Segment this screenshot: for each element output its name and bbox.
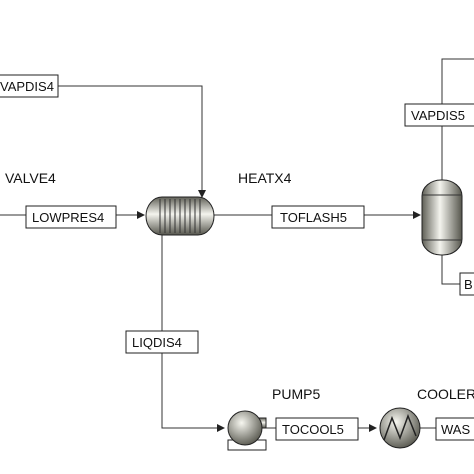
stream-tag-vapdis4[interactable]: VAPDIS4 bbox=[0, 74, 59, 98]
pump-pump5[interactable] bbox=[227, 410, 267, 451]
heatx4-tube-lines bbox=[159, 199, 201, 233]
vapdis5-stream-line bbox=[441, 58, 474, 181]
stream-tag-tocool5[interactable]: TOCOOL5 bbox=[275, 417, 359, 441]
stream-tag-was[interactable]: WAS bbox=[435, 417, 474, 441]
heat-exchanger-heatx4[interactable] bbox=[145, 196, 215, 236]
pump5-label: PUMP5 bbox=[272, 386, 320, 402]
stream-tag-vapdis5[interactable]: VAPDIS5 bbox=[404, 103, 474, 127]
stream-tag-tocool5-text: TOCOOL5 bbox=[282, 422, 344, 437]
cooler-coil bbox=[383, 413, 417, 441]
stream-tag-liqdis4[interactable]: LIQDIS4 bbox=[125, 330, 199, 354]
flash-drum-vessel bbox=[421, 179, 463, 256]
stream-tag-b[interactable]: B bbox=[459, 272, 474, 296]
cooler-body bbox=[379, 407, 421, 449]
flash-bottoms-stream-line bbox=[441, 254, 460, 285]
vapdis4-stream-line bbox=[58, 85, 206, 198]
stream-tag-liqdis4-text: LIQDIS4 bbox=[132, 335, 182, 350]
stream-tag-lowpres4-text: LOWPRES4 bbox=[32, 210, 104, 225]
stream-tag-toflash5[interactable]: TOFLASH5 bbox=[271, 205, 365, 229]
stream-tag-was-text: WAS bbox=[441, 422, 470, 437]
cooler-label: COOLER bbox=[417, 386, 474, 402]
cooler[interactable] bbox=[379, 407, 421, 449]
stream-tag-b-text: B bbox=[464, 277, 473, 292]
heatx4-label: HEATX4 bbox=[238, 170, 292, 186]
pump5-casing bbox=[227, 410, 263, 446]
liqdis4-stream-line bbox=[161, 234, 225, 432]
flash-drum[interactable] bbox=[421, 179, 463, 256]
valve4-label: VALVE4 bbox=[5, 170, 56, 186]
stream-tag-lowpres4[interactable]: LOWPRES4 bbox=[25, 205, 117, 229]
stream-tag-toflash5-text: TOFLASH5 bbox=[280, 210, 347, 225]
stream-tag-vapdis5-text: VAPDIS5 bbox=[411, 108, 465, 123]
stream-tag-vapdis4-text: VAPDIS4 bbox=[0, 79, 54, 94]
